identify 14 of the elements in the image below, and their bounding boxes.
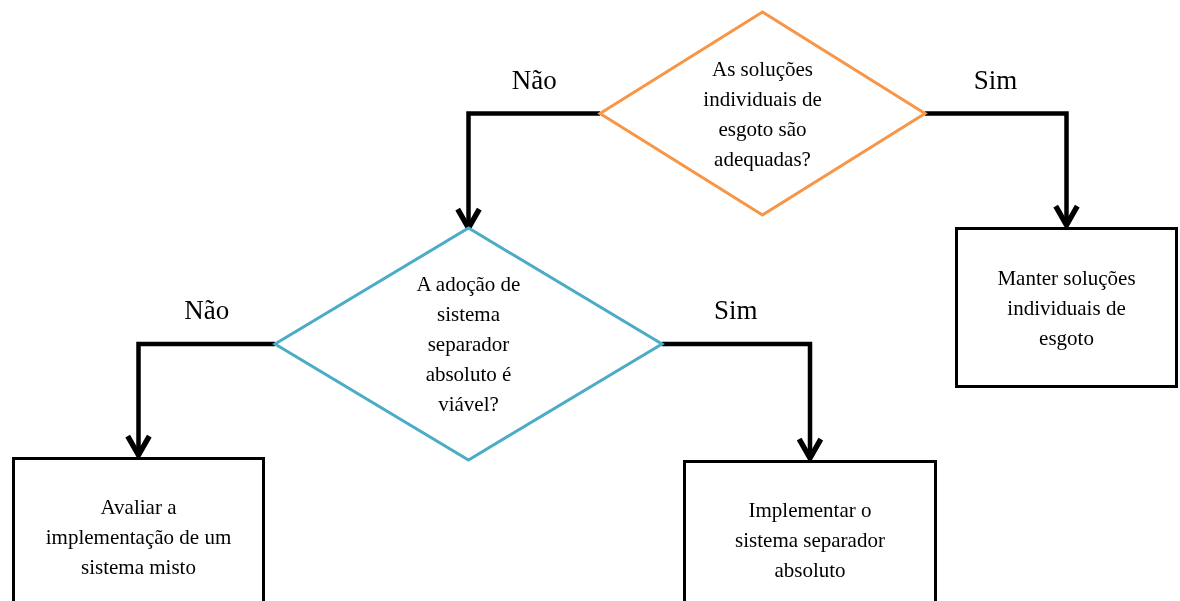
node-text: Avaliar a implementação de um sistema misto	[44, 494, 233, 581]
decision-diamond	[275, 228, 662, 460]
process-box	[955, 227, 1178, 388]
process-box	[683, 460, 937, 601]
arrow	[925, 111, 1080, 228]
node-text: As soluções individuais de esgoto são adequadas?	[702, 55, 823, 173]
arrow	[125, 341, 275, 458]
process-box	[12, 457, 265, 601]
node-text: Implementar o sistema separador absoluto	[734, 497, 886, 584]
decision-diamond	[600, 12, 925, 215]
arrow	[455, 111, 600, 231]
arrow	[662, 341, 824, 461]
node-text: Manter soluções individuais de esgoto	[996, 264, 1137, 352]
node-text: A adoção de sistema separador absoluto é viável?	[415, 271, 522, 418]
